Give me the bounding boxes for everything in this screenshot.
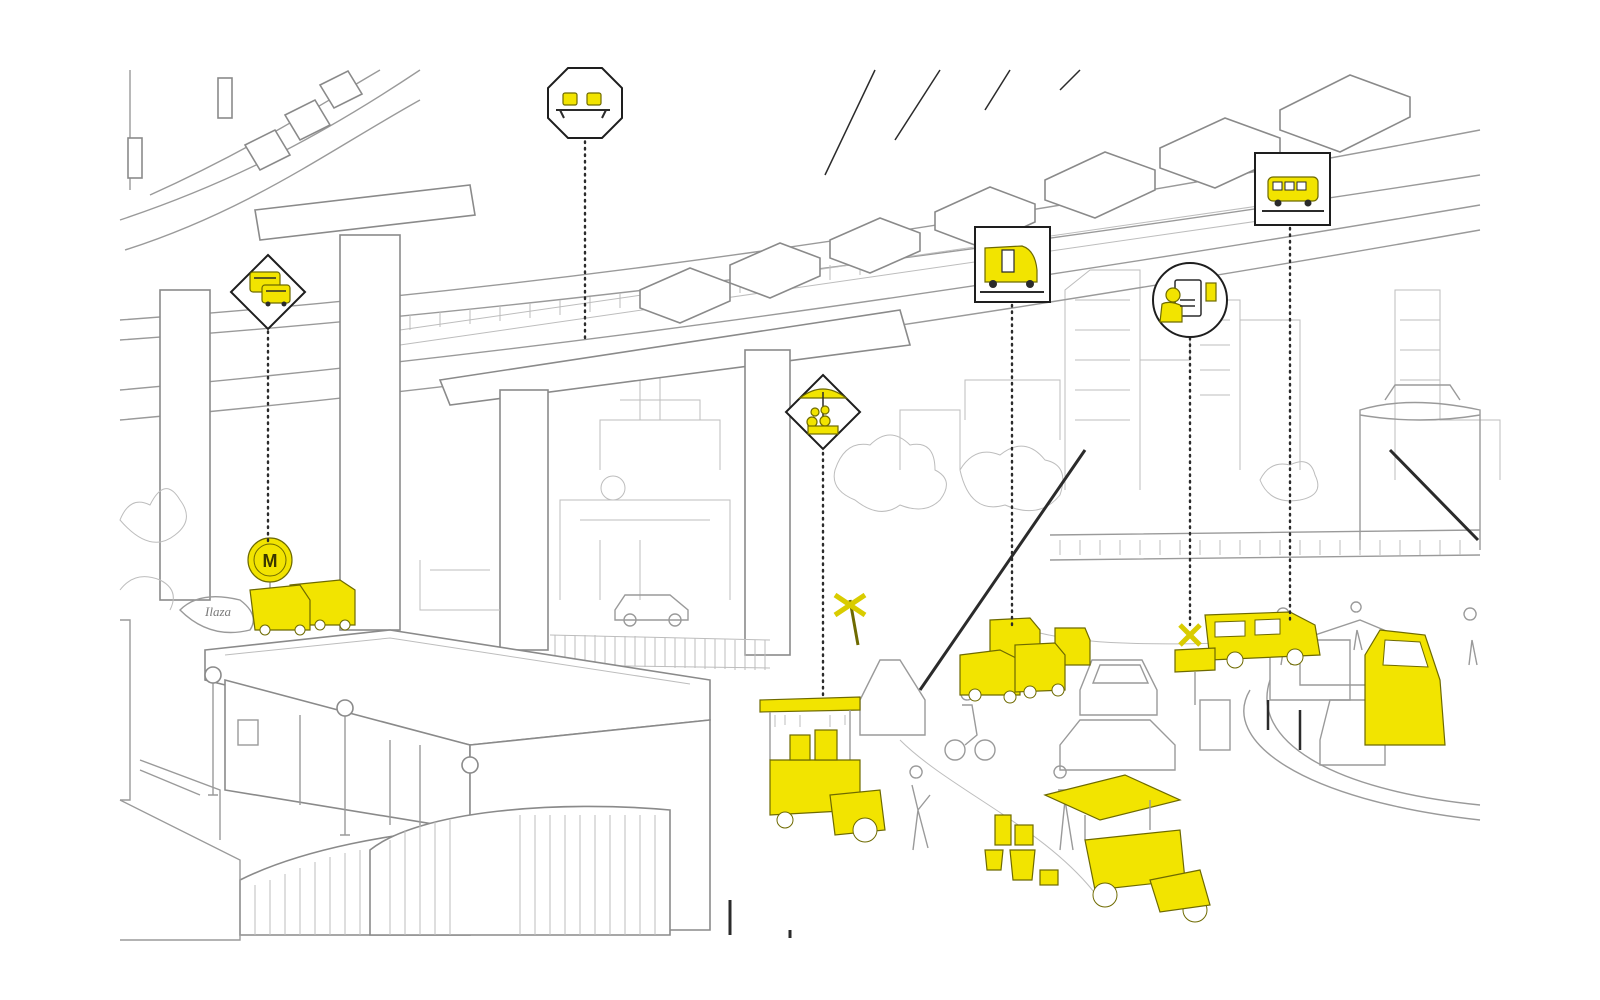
marker-ticket-machine [1152, 262, 1228, 627]
highlighted-elements: M [247, 537, 1446, 923]
yellow-van-right [1364, 629, 1446, 746]
pillar [744, 349, 791, 656]
octagon-frame [547, 67, 623, 139]
marker-minibus [1254, 152, 1331, 622]
vendor-cart-left [759, 696, 886, 843]
auto-rickshaw-icon [980, 245, 1044, 293]
ticket-vendor-icon [1159, 279, 1217, 323]
station-building [119, 629, 711, 941]
pillar [339, 234, 401, 631]
minibus-icon [1262, 176, 1324, 212]
elevated-train-icon [556, 92, 610, 119]
vendor-cart-right [984, 774, 1211, 923]
pillar [159, 289, 211, 601]
elevated-metro-viaduct [119, 69, 1481, 691]
ticket-kiosk [1174, 623, 1216, 705]
yellow-minibus [1204, 611, 1321, 669]
marker-auto-rickshaw [974, 226, 1051, 632]
marker-metro-bus [229, 253, 307, 547]
graffiti-text: Ilaza [204, 604, 232, 619]
elevated-highway-upper [119, 69, 421, 251]
umbrella-vendor-icon [798, 388, 848, 435]
pillar [499, 389, 549, 651]
parked-buses [249, 579, 356, 636]
background-buildings [599, 269, 1501, 550]
metro-letter: M [263, 551, 278, 571]
marker-street-vendor [784, 373, 862, 702]
callout-markers [229, 67, 1331, 702]
bus-and-minibus-icon [249, 271, 291, 307]
railway-crossing-sign [833, 592, 867, 646]
marker-elevated-rail [547, 67, 623, 342]
auto-rickshaws [959, 617, 1091, 704]
